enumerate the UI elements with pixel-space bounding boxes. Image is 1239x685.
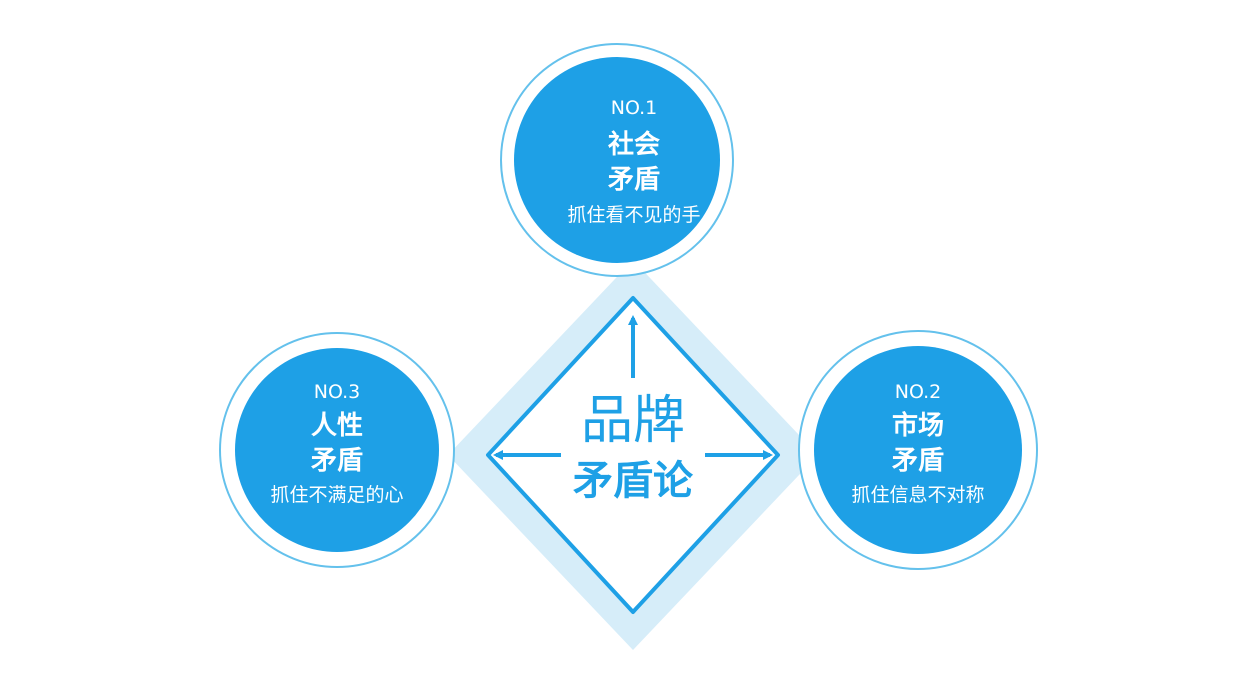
node-right-description: 抓住信息不对称 — [851, 484, 984, 506]
node-right-title-line1: 市场 — [892, 410, 944, 441]
node-right-number: NO.2 — [895, 381, 942, 403]
node-top-circle — [514, 57, 720, 263]
center-title-line1: 品牌 — [581, 391, 685, 451]
node-right-circle — [814, 346, 1022, 554]
diamond-inner-border — [486, 296, 780, 614]
node-left-title-line2: 矛盾 — [310, 446, 363, 476]
node-human-nature-contradiction: NO.3 人性 矛盾 抓住不满足的心 — [219, 332, 455, 568]
node-top-title-line1: 社会 — [608, 129, 660, 160]
node-left-circle — [235, 348, 439, 552]
node-left-number: NO.3 — [314, 381, 361, 403]
center-diamond: 品牌 矛盾论 — [448, 260, 818, 650]
node-left-title-line1: 人性 — [311, 411, 363, 441]
node-left-description: 抓住不满足的心 — [270, 484, 403, 506]
node-top-title-line2: 矛盾 — [607, 165, 660, 195]
node-top-number: NO.1 — [611, 97, 658, 119]
node-social-contradiction: NO.1 社会 矛盾 抓住看不见的手 — [500, 43, 734, 277]
node-market-contradiction: NO.2 市场 矛盾 抓住信息不对称 — [798, 330, 1038, 570]
center-title-line2: 矛盾论 — [573, 458, 694, 504]
node-right-title-line2: 矛盾 — [891, 446, 944, 476]
node-top-description: 抓住看不见的手 — [567, 204, 700, 226]
